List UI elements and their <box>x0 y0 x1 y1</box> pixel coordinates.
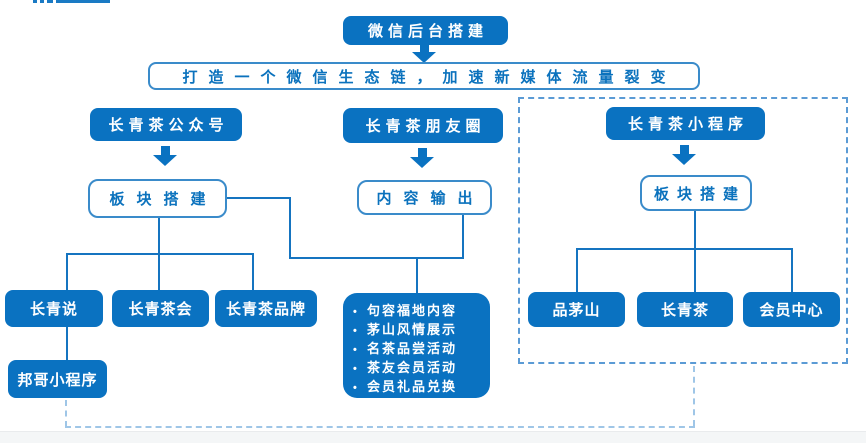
list-item: • 句容福地内容 <box>353 302 484 321</box>
node-official-sections: 板块搭建 <box>88 179 227 218</box>
list-item-label: 句容福地内容 <box>367 303 458 318</box>
list-item-label: 茶友会员活动 <box>367 360 458 375</box>
node-content-output: 内容输出 <box>357 180 492 215</box>
connector <box>66 327 68 360</box>
list-item: • 名茶品尝活动 <box>353 340 484 359</box>
node-leaf: 长青说 <box>5 290 103 327</box>
node-leaf: 会员中心 <box>743 292 840 327</box>
down-arrow-icon <box>672 145 696 165</box>
connector <box>252 253 254 290</box>
logo-mark-icon <box>33 0 37 3</box>
miniprogram-dashed-region <box>518 97 848 364</box>
node-miniprogram-sections: 板块搭建 <box>640 175 752 211</box>
logo-underline <box>56 0 110 3</box>
connector <box>791 248 793 292</box>
list-item-label: 会员礼品兑换 <box>367 379 458 394</box>
bullet-icon: • <box>353 306 357 318</box>
list-item-label: 名茶品尝活动 <box>367 341 458 356</box>
connector <box>576 248 578 292</box>
down-arrow-icon <box>410 148 434 168</box>
connector <box>462 215 464 259</box>
connector <box>576 248 793 250</box>
dashed-connector <box>65 400 67 427</box>
connector <box>66 253 68 290</box>
node-root: 微信后台搭建 <box>343 16 508 45</box>
connector <box>227 197 291 199</box>
node-leaf: 长青茶会 <box>112 290 209 327</box>
logo-mark-icon <box>47 0 53 3</box>
bullet-icon: • <box>353 382 357 394</box>
connector <box>694 211 696 292</box>
node-banggo-miniprogram: 邦哥小程序 <box>8 360 107 398</box>
connector <box>289 197 291 259</box>
list-item-label: 茅山风情展示 <box>367 322 458 337</box>
node-miniprogram: 长青茶小程序 <box>606 107 765 140</box>
node-moments: 长青茶朋友圈 <box>343 108 503 143</box>
bullet-icon: • <box>353 344 357 356</box>
slide-edge-bar <box>0 431 866 443</box>
dashed-connector <box>693 366 695 426</box>
node-leaf: 长青茶 <box>637 292 733 327</box>
logo-mark-icon <box>40 0 44 3</box>
node-official-account: 长青茶公众号 <box>90 108 242 141</box>
down-arrow-icon <box>153 146 177 166</box>
banner-strip: 打造一个微信生态链，加速新媒体流量裂变 <box>148 62 700 90</box>
connector <box>289 257 464 259</box>
content-bullet-list: • 句容福地内容 • 茅山风情展示 • 名茶品尝活动 • 茶友会员活动 • 会员… <box>343 293 490 398</box>
list-item: • 茅山风情展示 <box>353 321 484 340</box>
connector <box>66 253 254 255</box>
bullet-icon: • <box>353 363 357 375</box>
down-arrow-icon <box>412 45 436 63</box>
bullet-icon: • <box>353 325 357 337</box>
node-leaf: 品茅山 <box>528 292 625 327</box>
dashed-connector <box>65 426 695 428</box>
list-item: • 茶友会员活动 <box>353 359 484 378</box>
node-leaf: 长青茶品牌 <box>215 290 317 327</box>
connector <box>416 257 418 293</box>
list-item: • 会员礼品兑换 <box>353 378 484 397</box>
